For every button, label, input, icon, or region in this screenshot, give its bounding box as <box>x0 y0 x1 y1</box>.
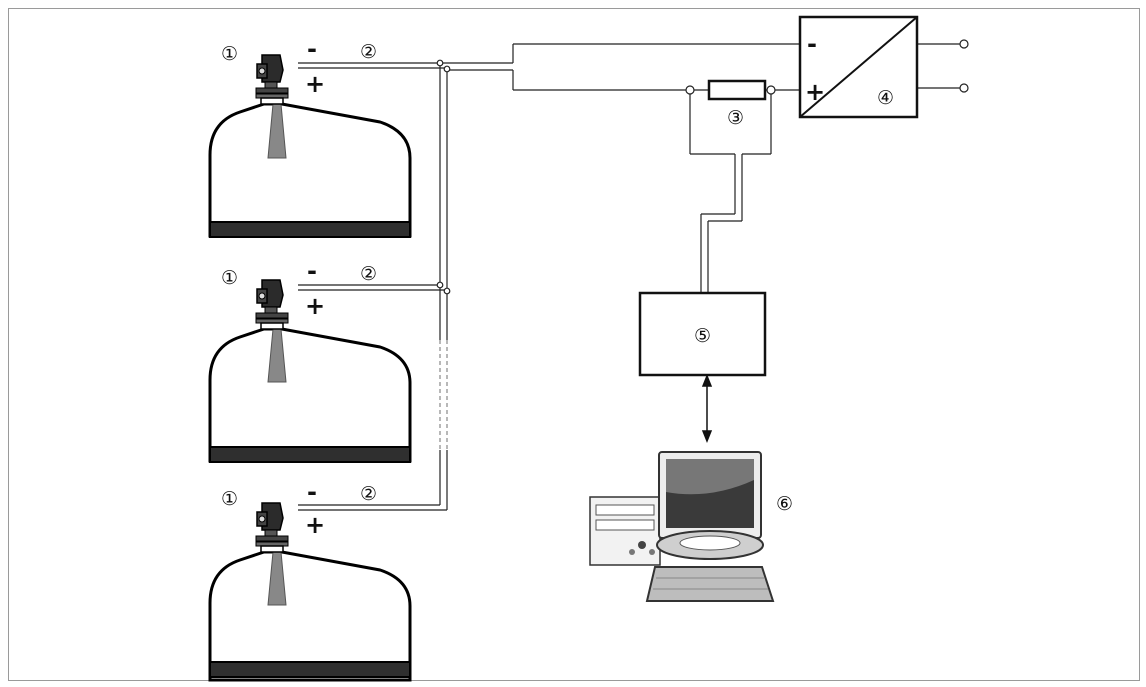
device-marker-3: ① <box>221 488 238 510</box>
device-marker-1: ① <box>221 43 238 65</box>
psu-minus-sign: - <box>807 30 817 58</box>
device-marker-2: ① <box>221 267 238 289</box>
power-supply <box>798 15 919 119</box>
transmitter-icon <box>255 502 289 553</box>
minus-sign-1: - <box>307 35 317 63</box>
computer-marker: ⑥ <box>776 493 793 515</box>
tank-3 <box>208 550 412 682</box>
minus-sign-3: - <box>307 478 317 506</box>
cable-marker-3: ② <box>360 483 377 505</box>
tank-1 <box>208 102 412 238</box>
power-supply-marker: ④ <box>877 87 894 109</box>
modem-marker: ⑤ <box>694 325 711 347</box>
plus-sign-3: + <box>305 511 325 539</box>
tank-2 <box>208 327 412 463</box>
minus-sign-2: - <box>307 257 317 285</box>
cable-marker-2: ② <box>360 263 377 285</box>
plus-sign-1: + <box>305 70 325 98</box>
transmitter-icon <box>255 279 289 330</box>
resistor <box>707 79 767 101</box>
resistor-marker: ③ <box>727 107 744 129</box>
transmitter-icon <box>255 54 289 105</box>
plus-sign-2: + <box>305 292 325 320</box>
diagram-frame <box>8 8 1140 681</box>
psu-plus-sign: + <box>805 78 825 106</box>
desktop-computer-icon <box>589 451 775 602</box>
hart-modem-box <box>638 291 767 377</box>
junction-dots <box>436 39 969 295</box>
cable-marker-1: ② <box>360 41 377 63</box>
bidirectional-arrow <box>701 373 713 444</box>
